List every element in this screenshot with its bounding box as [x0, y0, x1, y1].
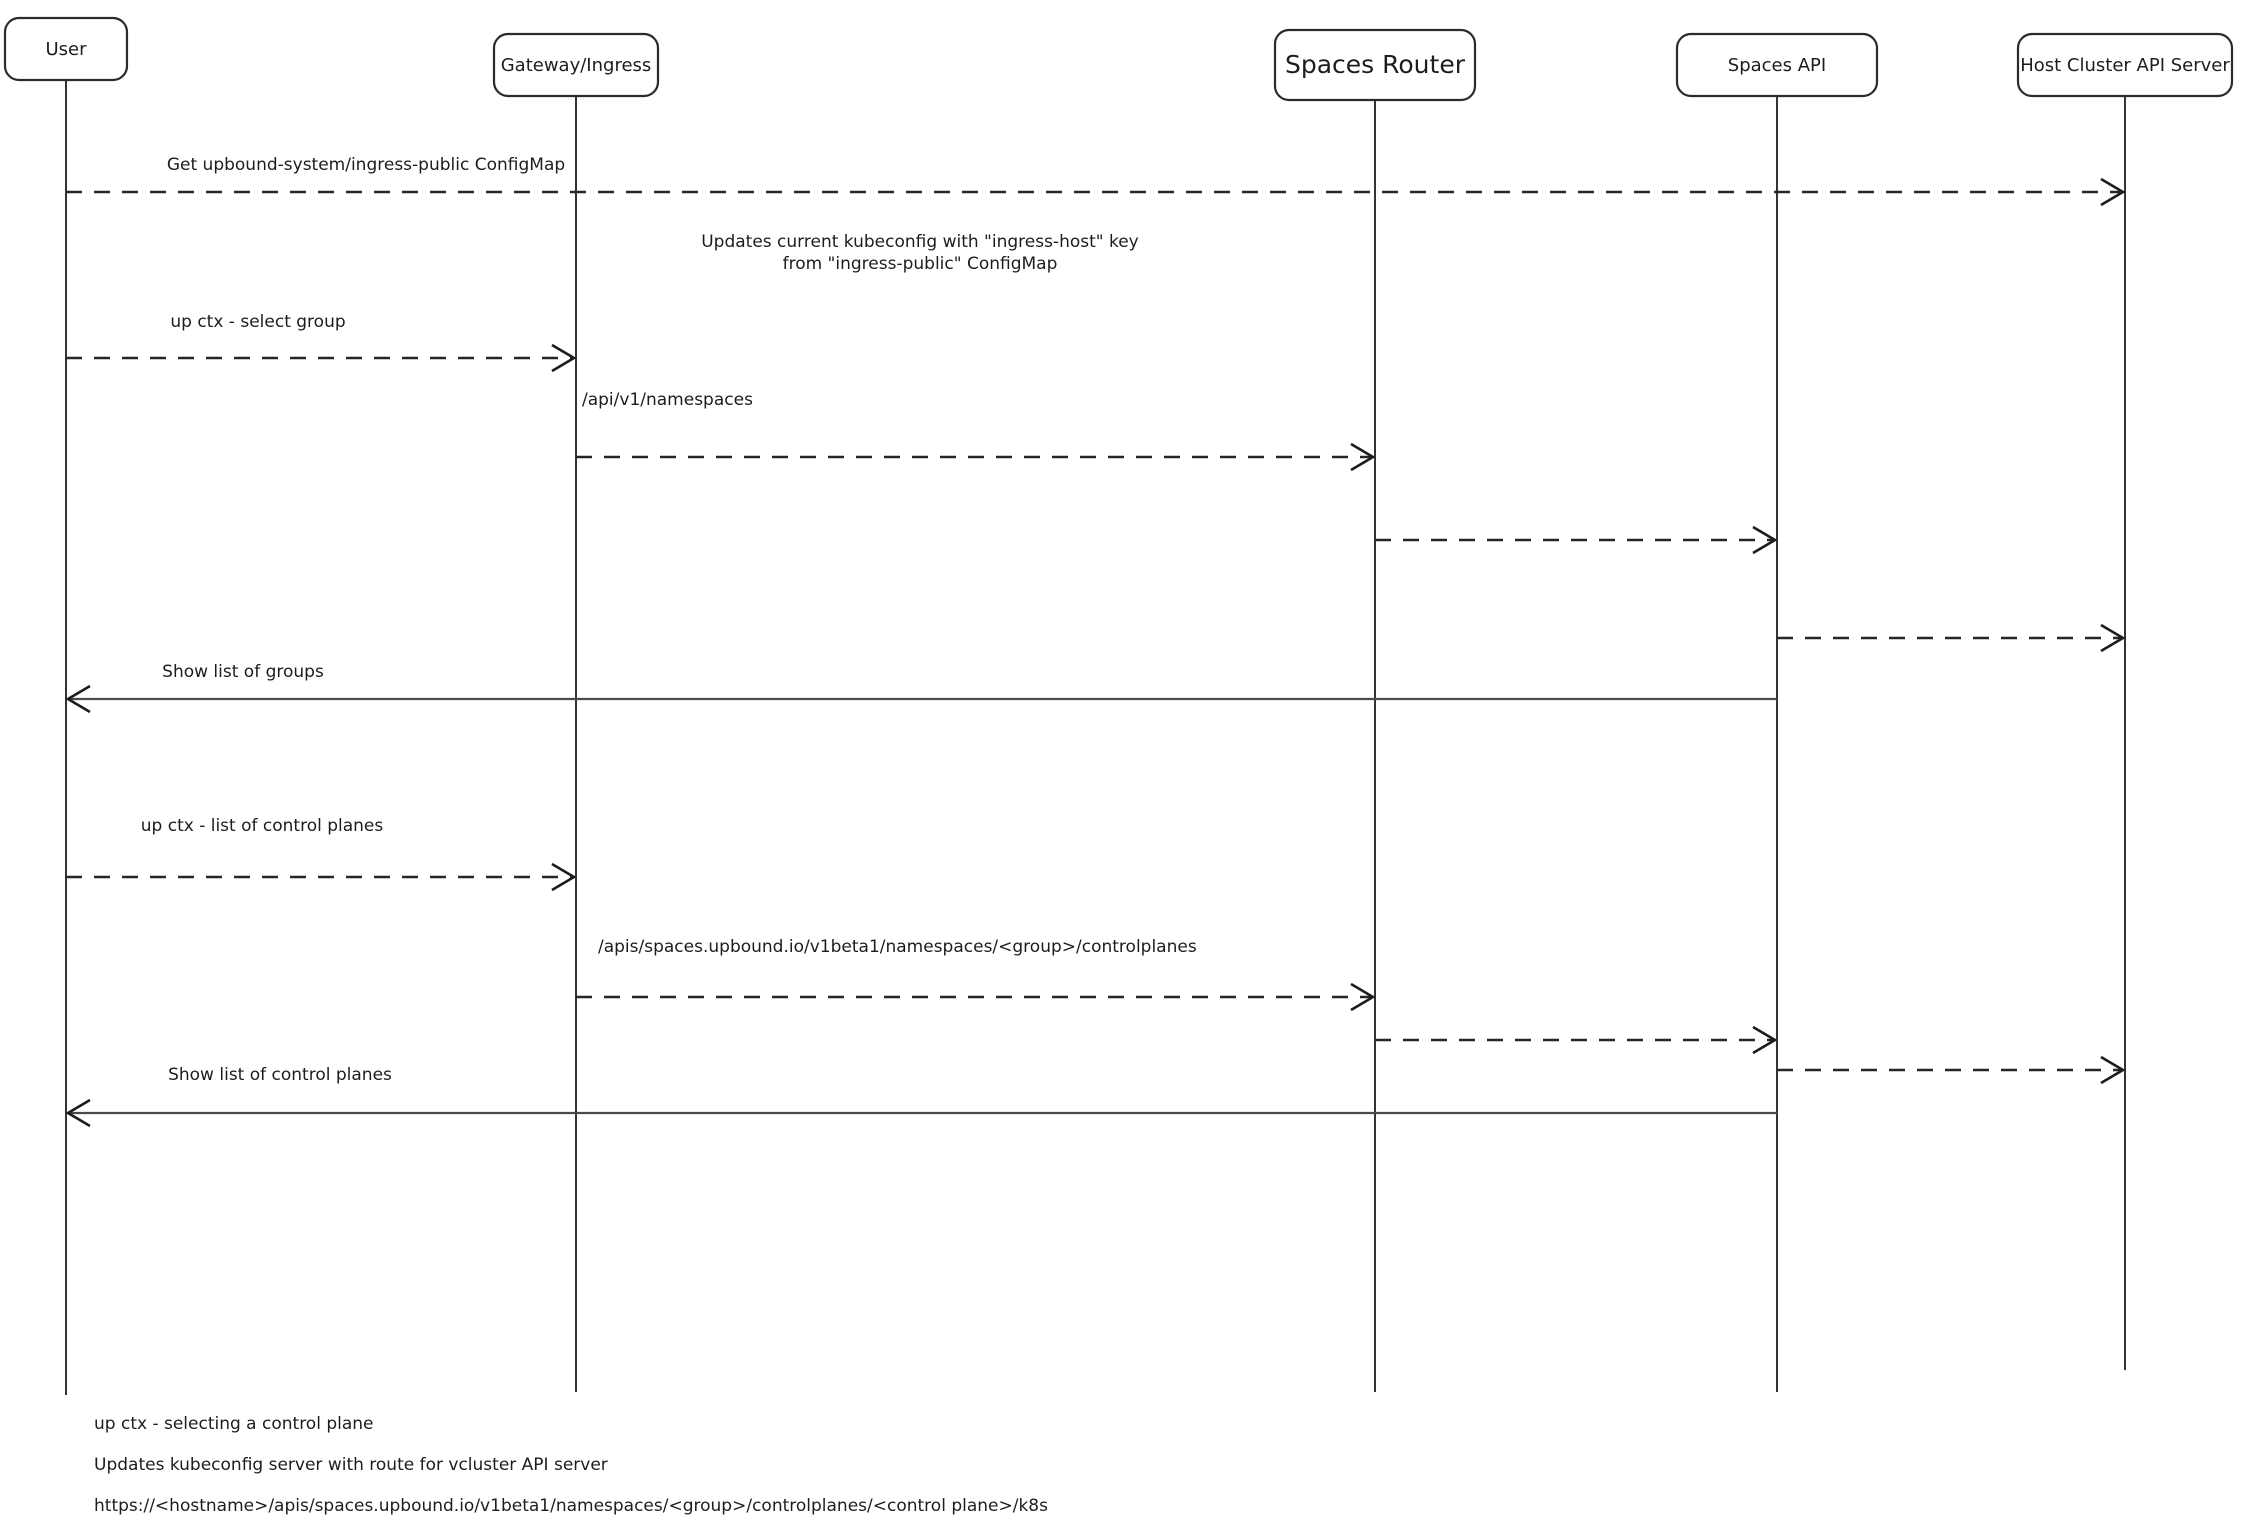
message-label: up ctx - list of control planes — [141, 816, 384, 836]
note-line: Updates current kubeconfig with "ingress… — [701, 232, 1139, 252]
arrowhead-icon — [65, 684, 91, 714]
arrowhead-icon — [551, 862, 577, 892]
arrowhead-icon — [1350, 982, 1376, 1012]
message-m3: /api/v1/namespaces — [576, 390, 1376, 472]
footer-notes-layer: up ctx - selecting a control planeUpdate… — [94, 1414, 1048, 1516]
message-label: Get upbound-system/ingress-public Config… — [167, 155, 565, 175]
arrowhead-icon — [2100, 623, 2126, 653]
message-m9 — [1375, 1025, 1778, 1055]
arrowhead-icon — [1350, 442, 1376, 472]
arrowhead-icon — [65, 1098, 91, 1128]
message-m10 — [1777, 1055, 2126, 1085]
participant-box-user[interactable]: User — [3, 16, 129, 82]
message-m8: /apis/spaces.upbound.io/v1beta1/namespac… — [576, 937, 1376, 1012]
message-label: /apis/spaces.upbound.io/v1beta1/namespac… — [598, 937, 1197, 957]
message-label: Show list of groups — [162, 662, 324, 682]
message-label: /api/v1/namespaces — [582, 390, 753, 410]
message-m11: Show list of control planes — [65, 1065, 1777, 1128]
lifelines-layer — [65, 80, 2126, 1395]
messages-layer: Get upbound-system/ingress-public Config… — [65, 155, 2126, 1128]
arrowhead-icon — [1752, 1025, 1778, 1055]
participant-label-spacesapi: Spaces API — [1728, 55, 1826, 76]
participant-box-gateway[interactable]: Gateway/Ingress — [492, 32, 660, 98]
participant-box-hostapi[interactable]: Host Cluster API Server — [2016, 32, 2234, 98]
message-n1: Updates current kubeconfig with "ingress… — [701, 232, 1139, 274]
message-m7: up ctx - list of control planes — [66, 816, 577, 892]
message-label: Show list of control planes — [168, 1065, 392, 1085]
participant-label-router: Spaces Router — [1285, 50, 1466, 79]
arrowhead-icon — [1752, 525, 1778, 555]
message-m4 — [1375, 525, 1778, 555]
participant-label-hostapi: Host Cluster API Server — [2020, 55, 2230, 76]
message-m1: Get upbound-system/ingress-public Config… — [66, 155, 2126, 207]
message-m5 — [1777, 623, 2126, 653]
note-line: from "ingress-public" ConfigMap — [783, 254, 1058, 274]
arrowhead-icon — [2100, 177, 2126, 207]
participant-box-spacesapi[interactable]: Spaces API — [1675, 32, 1879, 98]
arrowhead-icon — [2100, 1055, 2126, 1085]
participant-label-gateway: Gateway/Ingress — [501, 55, 652, 76]
participant-box-router[interactable]: Spaces Router — [1273, 28, 1477, 102]
footer-note-note3: https://<hostname>/apis/spaces.upbound.i… — [94, 1496, 1048, 1516]
footer-note-note2: Updates kubeconfig server with route for… — [94, 1455, 608, 1475]
message-label: up ctx - select group — [170, 312, 345, 332]
message-m2: up ctx - select group — [66, 312, 577, 373]
footer-note-note1: up ctx - selecting a control plane — [94, 1414, 374, 1434]
participant-label-user: User — [45, 39, 87, 60]
arrowhead-icon — [551, 343, 577, 373]
message-m6: Show list of groups — [65, 662, 1777, 714]
